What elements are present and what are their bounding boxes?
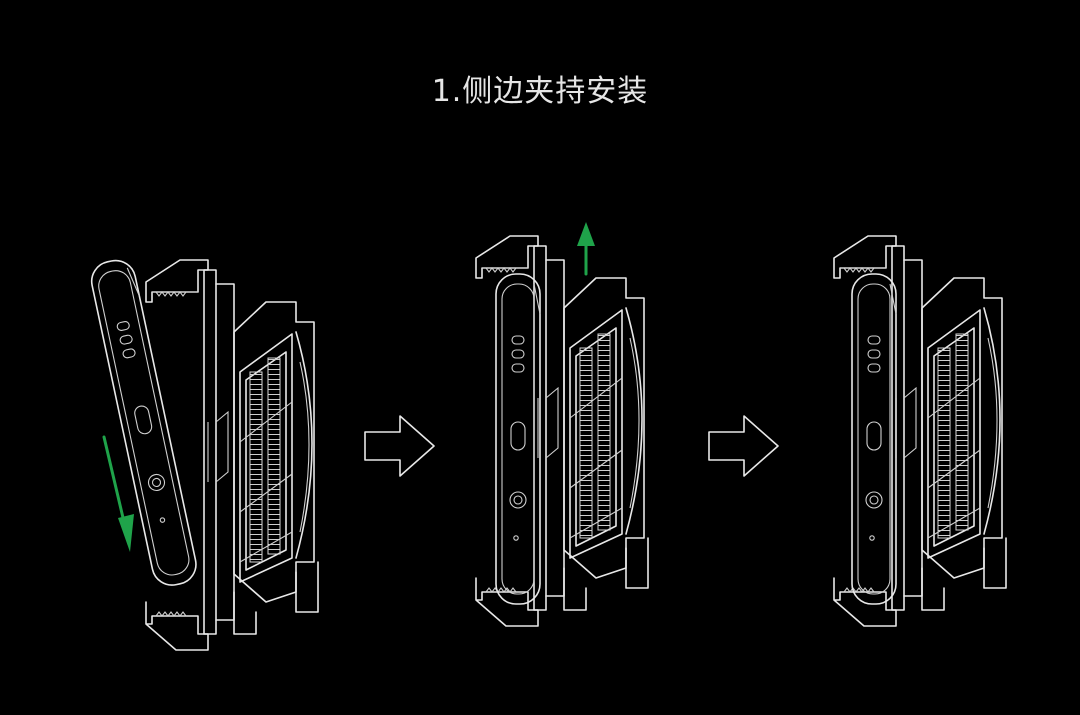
outline-right-arrow-icon xyxy=(708,415,779,477)
step-title: 1.侧边夹持安装 xyxy=(431,74,649,109)
step-one-diagram xyxy=(87,256,319,651)
outline-right-arrow-icon xyxy=(364,415,435,477)
green-down-arrow-icon xyxy=(102,435,134,552)
step-three-diagram xyxy=(833,235,1007,627)
step-two-diagram xyxy=(475,222,649,627)
green-up-arrow-icon xyxy=(577,222,595,276)
